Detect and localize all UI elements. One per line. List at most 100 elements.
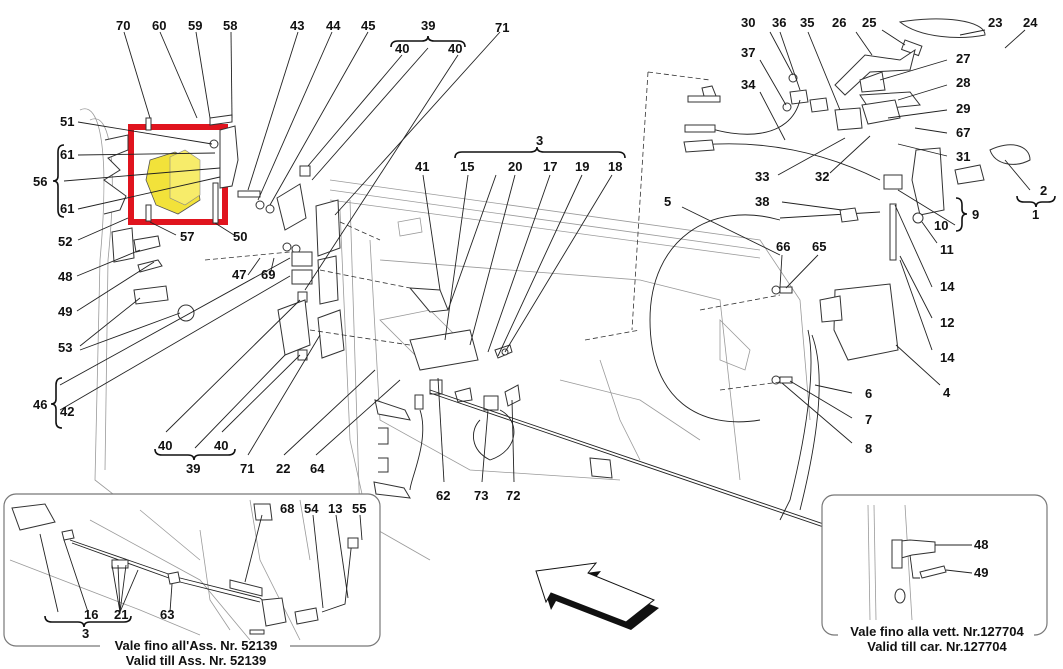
callout-58[interactable]: 58 [223, 18, 237, 33]
callout-20[interactable]: 20 [508, 159, 522, 174]
direction-arrow-icon [535, 562, 659, 630]
callout-31[interactable]: 31 [956, 149, 970, 164]
callout-28[interactable]: 28 [956, 75, 970, 90]
callout-10[interactable]: 10 [934, 218, 948, 233]
exterior-handle-parts [683, 18, 1031, 261]
callout-38[interactable]: 38 [755, 194, 769, 209]
callout-44[interactable]: 44 [326, 18, 341, 33]
callout-35[interactable]: 35 [800, 15, 814, 30]
inset-left-callout-16[interactable]: 16 [84, 607, 98, 622]
lock-and-cables [649, 207, 899, 521]
callout-73[interactable]: 73 [474, 488, 488, 503]
callout-32[interactable]: 32 [815, 169, 829, 184]
callout-40-top-right[interactable]: 40 [448, 41, 462, 56]
inset-left-callout-55[interactable]: 55 [352, 501, 366, 516]
callout-59[interactable]: 59 [188, 18, 202, 33]
inset-early-hinge-panel: 48 49 Vale fino alla vett. Nr.127704 Val… [821, 494, 1048, 654]
callout-67[interactable]: 67 [956, 125, 970, 140]
callout-7[interactable]: 7 [865, 412, 872, 427]
callout-36[interactable]: 36 [772, 15, 786, 30]
callout-14-upper[interactable]: 14 [940, 279, 955, 294]
inset-left-caption-italian: Vale fino all'Ass. Nr. 52139 [115, 638, 278, 653]
callout-65[interactable]: 65 [812, 239, 826, 254]
callout-15[interactable]: 15 [460, 159, 474, 174]
braces [50, 35, 1056, 461]
callout-30[interactable]: 30 [741, 15, 755, 30]
hinge-upper-parts [103, 114, 239, 322]
callout-69[interactable]: 69 [261, 267, 275, 282]
callout-labels: 70 60 59 58 51 61 56 61 52 57 50 48 49 5… [33, 15, 1047, 503]
callout-70[interactable]: 70 [116, 18, 130, 33]
callout-29[interactable]: 29 [956, 101, 970, 116]
callout-37[interactable]: 37 [741, 45, 755, 60]
inset-left-callout-13[interactable]: 13 [328, 501, 342, 516]
callout-48[interactable]: 48 [58, 269, 72, 284]
callout-40-top-left[interactable]: 40 [395, 41, 409, 56]
callout-6[interactable]: 6 [865, 386, 872, 401]
callout-71-top[interactable]: 71 [495, 20, 509, 35]
inset-right-caption-italian: Vale fino alla vett. Nr.127704 [850, 624, 1024, 639]
callout-39-top[interactable]: 39 [421, 18, 435, 33]
callout-71-bottom[interactable]: 71 [240, 461, 254, 476]
callout-22[interactable]: 22 [276, 461, 290, 476]
callout-40-bottom-right[interactable]: 40 [214, 438, 228, 453]
callout-23[interactable]: 23 [988, 15, 1002, 30]
callout-40-bottom-left[interactable]: 40 [158, 438, 172, 453]
callout-50[interactable]: 50 [233, 229, 247, 244]
callout-72[interactable]: 72 [506, 488, 520, 503]
callout-17[interactable]: 17 [543, 159, 557, 174]
callout-51[interactable]: 51 [60, 114, 74, 129]
callout-9[interactable]: 9 [972, 207, 979, 222]
inset-left-callout-21[interactable]: 21 [114, 607, 128, 622]
callout-61-lower[interactable]: 61 [60, 201, 74, 216]
callout-33[interactable]: 33 [755, 169, 769, 184]
inset-left-callout-54[interactable]: 54 [304, 501, 319, 516]
callout-18[interactable]: 18 [608, 159, 622, 174]
callout-52[interactable]: 52 [58, 234, 72, 249]
callout-12[interactable]: 12 [940, 315, 954, 330]
highlighted-hinge-56[interactable] [128, 124, 228, 225]
inner-handle-parts [373, 287, 901, 554]
callout-41[interactable]: 41 [415, 159, 429, 174]
callout-11[interactable]: 11 [940, 242, 954, 257]
callout-53[interactable]: 53 [58, 340, 72, 355]
inset-left-caption-english: Valid till Ass. Nr. 52139 [126, 653, 266, 668]
callout-1[interactable]: 1 [1032, 207, 1039, 222]
callout-34[interactable]: 34 [741, 77, 756, 92]
callout-46[interactable]: 46 [33, 397, 47, 412]
callout-45[interactable]: 45 [361, 18, 375, 33]
inset-left-callout-63[interactable]: 63 [160, 607, 174, 622]
leader-lines [59, 29, 1031, 483]
callout-42[interactable]: 42 [60, 404, 74, 419]
inset-early-version-panel: 68 54 13 55 16 21 63 3 Vale fino all'Ass… [3, 493, 381, 668]
callout-60[interactable]: 60 [152, 18, 166, 33]
callout-61-upper[interactable]: 61 [60, 147, 74, 162]
inset-left-callout-68[interactable]: 68 [280, 501, 294, 516]
callout-56[interactable]: 56 [33, 174, 47, 189]
callout-43[interactable]: 43 [290, 18, 304, 33]
callout-66[interactable]: 66 [776, 239, 790, 254]
callout-2[interactable]: 2 [1040, 183, 1047, 198]
callout-47[interactable]: 47 [232, 267, 246, 282]
callout-62[interactable]: 62 [436, 488, 450, 503]
callout-19[interactable]: 19 [575, 159, 589, 174]
inset-right-callout-48[interactable]: 48 [974, 537, 988, 552]
callout-27[interactable]: 27 [956, 51, 970, 66]
inset-right-caption-english: Valid till car. Nr.127704 [867, 639, 1007, 654]
callout-24[interactable]: 24 [1023, 15, 1038, 30]
callout-8[interactable]: 8 [865, 441, 872, 456]
callout-5[interactable]: 5 [664, 194, 671, 209]
inset-left-callout-3[interactable]: 3 [82, 626, 89, 641]
callout-26[interactable]: 26 [832, 15, 846, 30]
inset-right-callout-49[interactable]: 49 [974, 565, 988, 580]
callout-25[interactable]: 25 [862, 15, 876, 30]
guide-lines-top [584, 71, 711, 341]
callout-4[interactable]: 4 [943, 385, 951, 400]
callout-57[interactable]: 57 [180, 229, 194, 244]
callout-14-lower[interactable]: 14 [940, 350, 955, 365]
callout-39-bottom[interactable]: 39 [186, 461, 200, 476]
callout-3[interactable]: 3 [536, 133, 543, 148]
callout-64[interactable]: 64 [310, 461, 325, 476]
callout-49[interactable]: 49 [58, 304, 72, 319]
